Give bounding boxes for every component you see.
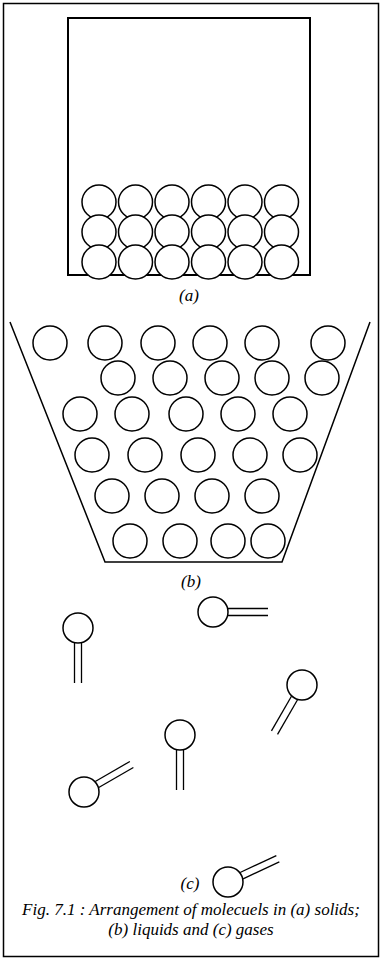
liquid-molecule [233,438,267,472]
liquid-molecule [181,438,215,472]
liquid-molecule [255,361,289,395]
gas-molecule-head [287,670,317,700]
gas-molecule-tail [74,643,75,683]
gas-molecule [69,761,133,807]
gas-molecule-tail [95,761,130,781]
liquid-molecule [169,397,203,431]
figure-border [4,4,379,957]
solid-molecule [228,215,262,249]
solid-molecule [82,185,116,219]
gas-molecule-head [63,613,93,643]
liquid-molecule [305,361,339,395]
liquid-molecule [283,438,317,472]
liquid-molecule [88,326,122,360]
gas-molecule [165,720,195,790]
gas-molecule-tail [228,615,268,616]
gas-molecule-tail [228,608,268,609]
part-label: (c) [181,875,200,894]
gas-molecule-tail [271,696,291,731]
solid-molecule [192,245,226,279]
gas-molecule-head [198,597,228,627]
solid-container [68,18,310,275]
solid-molecule [82,245,116,279]
solid-molecule [82,215,116,249]
gas-molecule-head [69,777,99,807]
liquid-molecule [145,479,179,513]
gas-molecule-tail [176,750,177,790]
gas-molecule [271,670,317,734]
liquid-molecule [33,326,67,360]
gas-molecule [198,597,268,627]
gas-molecule [213,856,279,897]
figure-caption: Fig. 7.1 : Arrangement of molecuels in (… [12,900,370,941]
liquid-molecule [245,479,279,513]
liquid-molecule [95,479,129,513]
liquid-molecule [113,524,147,558]
solid-molecule [119,215,153,249]
part-label: (a) [179,287,199,306]
liquid-container [10,322,370,562]
liquid-molecule [211,524,245,558]
solid-molecule [228,185,262,219]
solid-molecule [192,215,226,249]
solid-molecule [119,245,153,279]
solid-molecule [155,245,189,279]
liquid-molecule [205,361,239,395]
gas-molecule-tail [81,643,82,683]
liquid-molecule [311,326,345,360]
solid-molecule [155,185,189,219]
solid-molecule [265,215,299,249]
solid-molecule [265,245,299,279]
liquid-molecule [195,479,229,513]
gas-molecule-tail [243,862,279,879]
gas-molecule-tail [99,768,134,788]
liquid-molecule [63,397,97,431]
liquid-molecule [101,361,135,395]
gas-molecule [63,613,93,683]
liquid-molecule [141,326,175,360]
liquid-molecule [273,397,307,431]
gas-molecule-tail [183,750,184,790]
liquid-molecule [153,361,187,395]
part-label: (b) [181,573,201,592]
molecule-group [33,185,345,897]
liquid-molecule [163,524,197,558]
liquid-molecule [115,397,149,431]
solid-molecule [228,245,262,279]
solid-molecule [119,185,153,219]
gas-molecule-tail [240,856,276,873]
gas-molecule-head [165,720,195,750]
liquid-molecule [128,438,162,472]
liquid-molecule [75,438,109,472]
solid-molecule [192,185,226,219]
solid-molecule [265,185,299,219]
gas-molecule-tail [278,700,298,735]
liquid-molecule [245,326,279,360]
liquid-molecule [193,326,227,360]
liquid-molecule [221,397,255,431]
gas-molecule-head [213,867,243,897]
liquid-molecule [251,524,285,558]
solid-molecule [155,215,189,249]
